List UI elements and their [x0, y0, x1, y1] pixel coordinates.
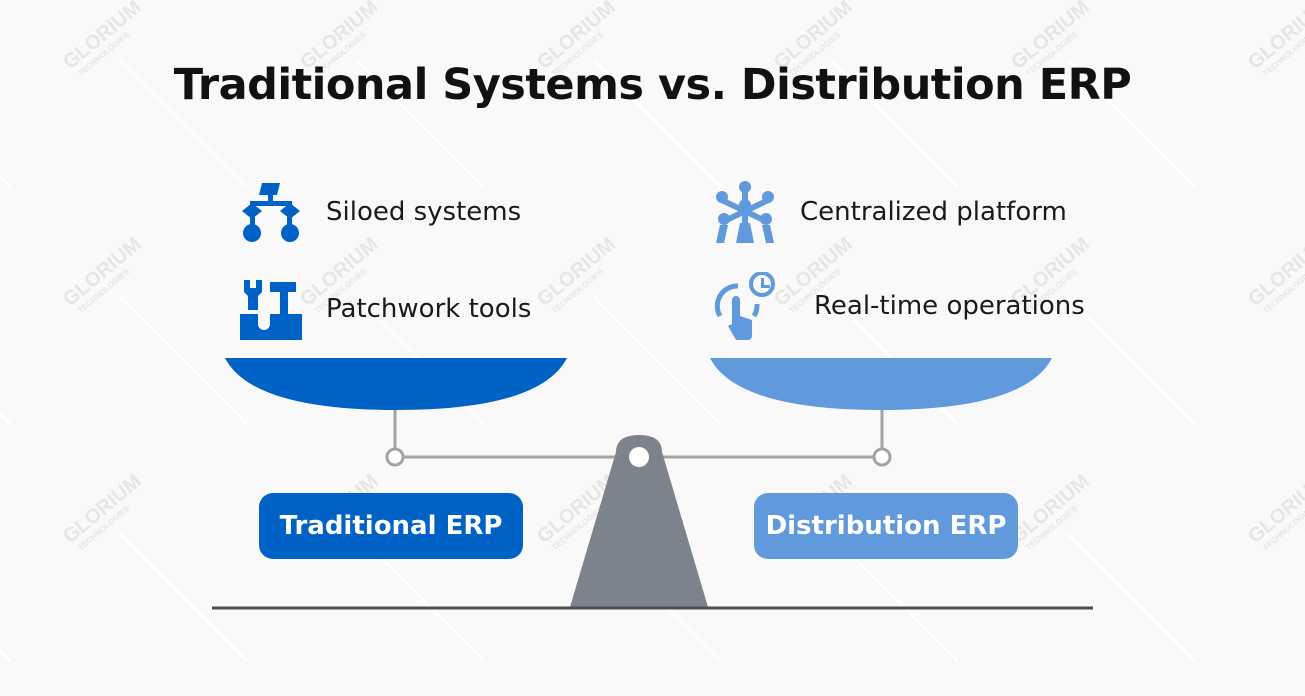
- right-joint: [872, 447, 892, 467]
- tools-icon: [240, 280, 302, 340]
- item-label: Real-time operations: [814, 291, 1085, 321]
- list-item-siloed-systems: Siloed systems: [240, 181, 521, 243]
- left-pan: [225, 358, 567, 410]
- distribution-erp-button[interactable]: Distribution ERP: [754, 493, 1018, 559]
- hierarchy-icon: [242, 183, 300, 242]
- traditional-erp-button[interactable]: Traditional ERP: [259, 493, 523, 559]
- item-label: Patchwork tools: [326, 294, 532, 324]
- touch-clock-icon: [714, 272, 775, 340]
- fulcrum: [570, 435, 708, 607]
- right-pan: [710, 358, 1052, 410]
- left-joint: [385, 447, 405, 467]
- item-label: Siloed systems: [326, 197, 522, 227]
- page-title: Traditional Systems vs. Distribution ERP: [173, 60, 1132, 110]
- fulcrum-pivot: [629, 447, 649, 467]
- atomium-icon: [716, 181, 774, 243]
- list-item-patchwork-tools: Patchwork tools: [240, 278, 531, 340]
- list-item-real-time-operations: Real-time operations: [714, 272, 1085, 340]
- list-item-centralized-platform: Centralized platform: [714, 181, 1067, 243]
- item-label: Centralized platform: [800, 197, 1067, 227]
